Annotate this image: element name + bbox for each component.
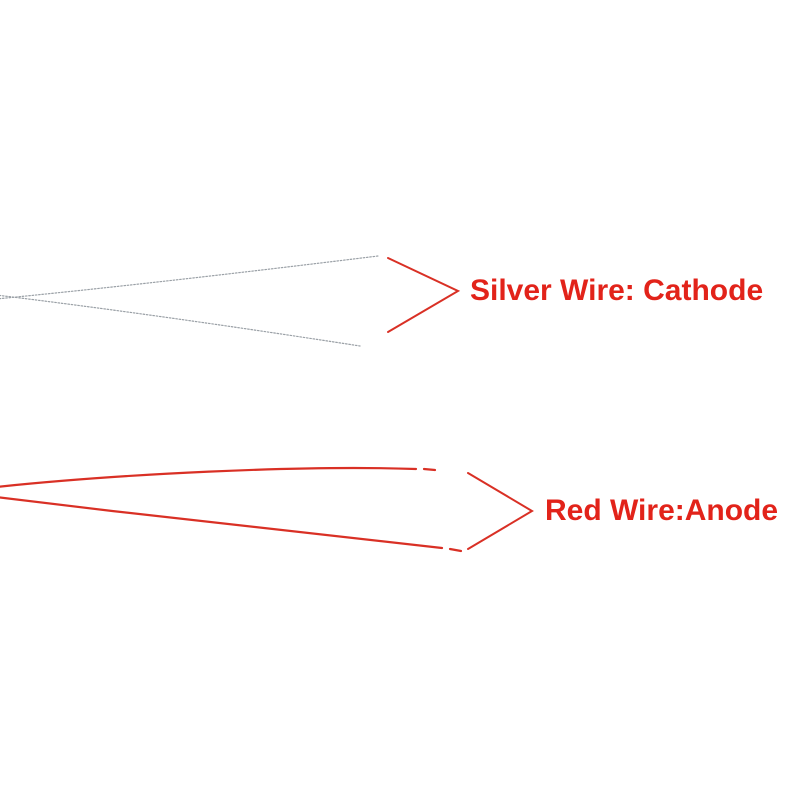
silver-wire-label: Silver Wire: Cathode (470, 274, 764, 307)
red-wire-upper-tip (422, 467, 437, 472)
silver-wire-upper (0, 255, 379, 300)
silver-wire-lower (0, 294, 361, 347)
red-pointer-bracket (467, 472, 534, 550)
red-wire-lower-tip (448, 547, 463, 553)
silver-pointer-bracket (387, 257, 461, 333)
red-wire-lower (0, 496, 444, 550)
red-wire-label: Red Wire:Anode (545, 494, 779, 527)
red-wire-upper (0, 466, 418, 488)
